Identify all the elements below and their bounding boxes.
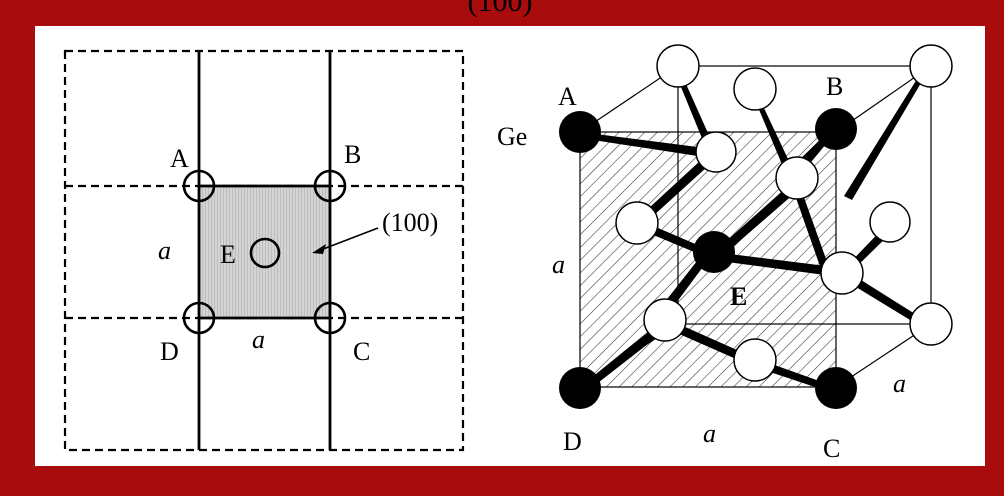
- left-lattice-diagram: A B C D E a a (100): [63, 49, 465, 452]
- atom-A: [182, 169, 216, 203]
- atom-D: [182, 301, 216, 335]
- ge-atom-D: [559, 367, 601, 409]
- shaded-face-100: [199, 186, 330, 318]
- label-D: D: [160, 337, 179, 366]
- label-A: A: [170, 144, 189, 173]
- label-D-right: D: [563, 427, 582, 456]
- ge-atom-C: [815, 367, 857, 409]
- white-atoms: [615, 44, 953, 382]
- ge-atom-A: [559, 111, 601, 153]
- right-crystal-diagram: A Ge B a E a D a C: [497, 44, 953, 463]
- label-E-right: E: [730, 282, 747, 311]
- label-a-vertical: a: [158, 236, 171, 265]
- label-B-right: B: [826, 72, 843, 101]
- label-Ge: Ge: [497, 122, 527, 151]
- atom-C: [313, 301, 347, 335]
- label-a-bottom-edge: a: [703, 419, 716, 448]
- label-plane-100: (100): [382, 208, 438, 237]
- label-C-right: C: [823, 434, 840, 463]
- label-A-right: A: [558, 82, 577, 111]
- label-B: B: [344, 140, 361, 169]
- atom-B: [313, 169, 347, 203]
- label-a-left-edge: a: [552, 250, 565, 279]
- atom-E: [249, 237, 281, 269]
- plane-arrow: [317, 227, 379, 252]
- label-a-horizontal: a: [252, 325, 265, 354]
- top-title-fragment: (100): [468, 0, 533, 18]
- label-E: E: [220, 240, 236, 269]
- solid-lines: [197, 51, 332, 450]
- ge-atoms: [559, 108, 857, 409]
- ge-atom-B: [815, 108, 857, 150]
- label-C: C: [353, 337, 370, 366]
- label-a-depth-edge: a: [893, 369, 906, 398]
- arrow-head: [312, 244, 326, 254]
- ge-atom-E: [693, 231, 735, 273]
